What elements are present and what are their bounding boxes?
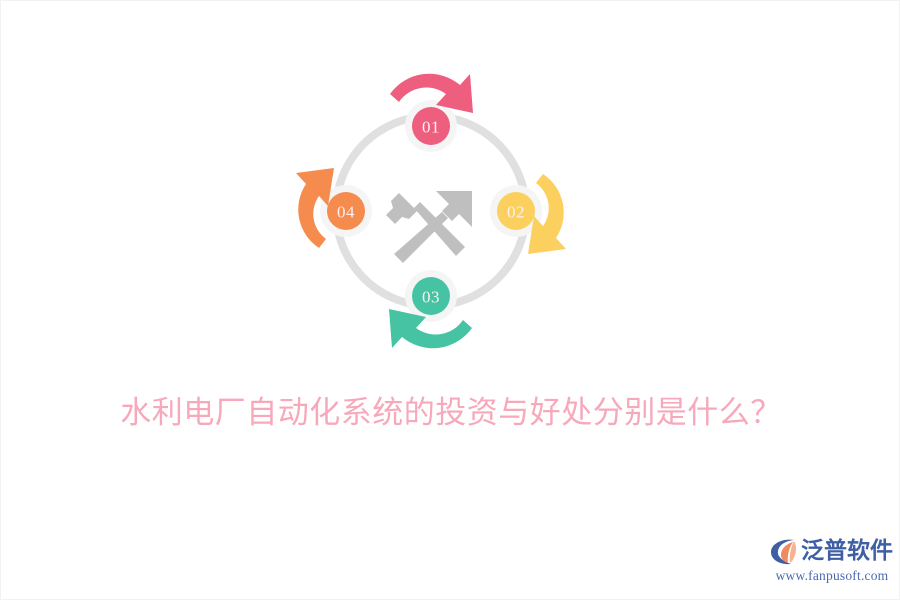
cycle-arrow-02 xyxy=(528,174,566,254)
cycle-node-01[interactable]: 01 xyxy=(405,100,457,152)
node-02-disc xyxy=(497,192,535,230)
node-01-label: 01 xyxy=(422,118,440,137)
crossed-hammers-icon xyxy=(386,191,472,263)
brand-watermark: 泛普软件 www.fanpusoft.com xyxy=(769,535,895,587)
cycle-arrow-04 xyxy=(296,168,334,248)
node-01-disc xyxy=(412,107,450,145)
cycle-arrow-03 xyxy=(389,309,472,349)
cycle-node-02[interactable]: 02 xyxy=(490,185,542,237)
cycle-node-03[interactable]: 03 xyxy=(405,270,457,322)
cycle-arrow-01 xyxy=(390,73,473,113)
brand-url: www.fanpusoft.com xyxy=(775,568,889,583)
cycle-diagram: 01 02 03 04 xyxy=(266,46,596,376)
node-02-label: 02 xyxy=(507,203,525,222)
cycle-node-04[interactable]: 04 xyxy=(320,185,372,237)
node-03-disc xyxy=(412,277,450,315)
node-04-label: 04 xyxy=(337,203,355,222)
fanpu-swoosh-logo-icon xyxy=(769,536,799,566)
page-title: 水利电厂自动化系统的投资与好处分别是什么？ xyxy=(120,395,782,430)
brand-name: 泛普软件 xyxy=(801,538,893,564)
node-03-label: 03 xyxy=(422,288,440,307)
node-04-disc xyxy=(327,192,365,230)
